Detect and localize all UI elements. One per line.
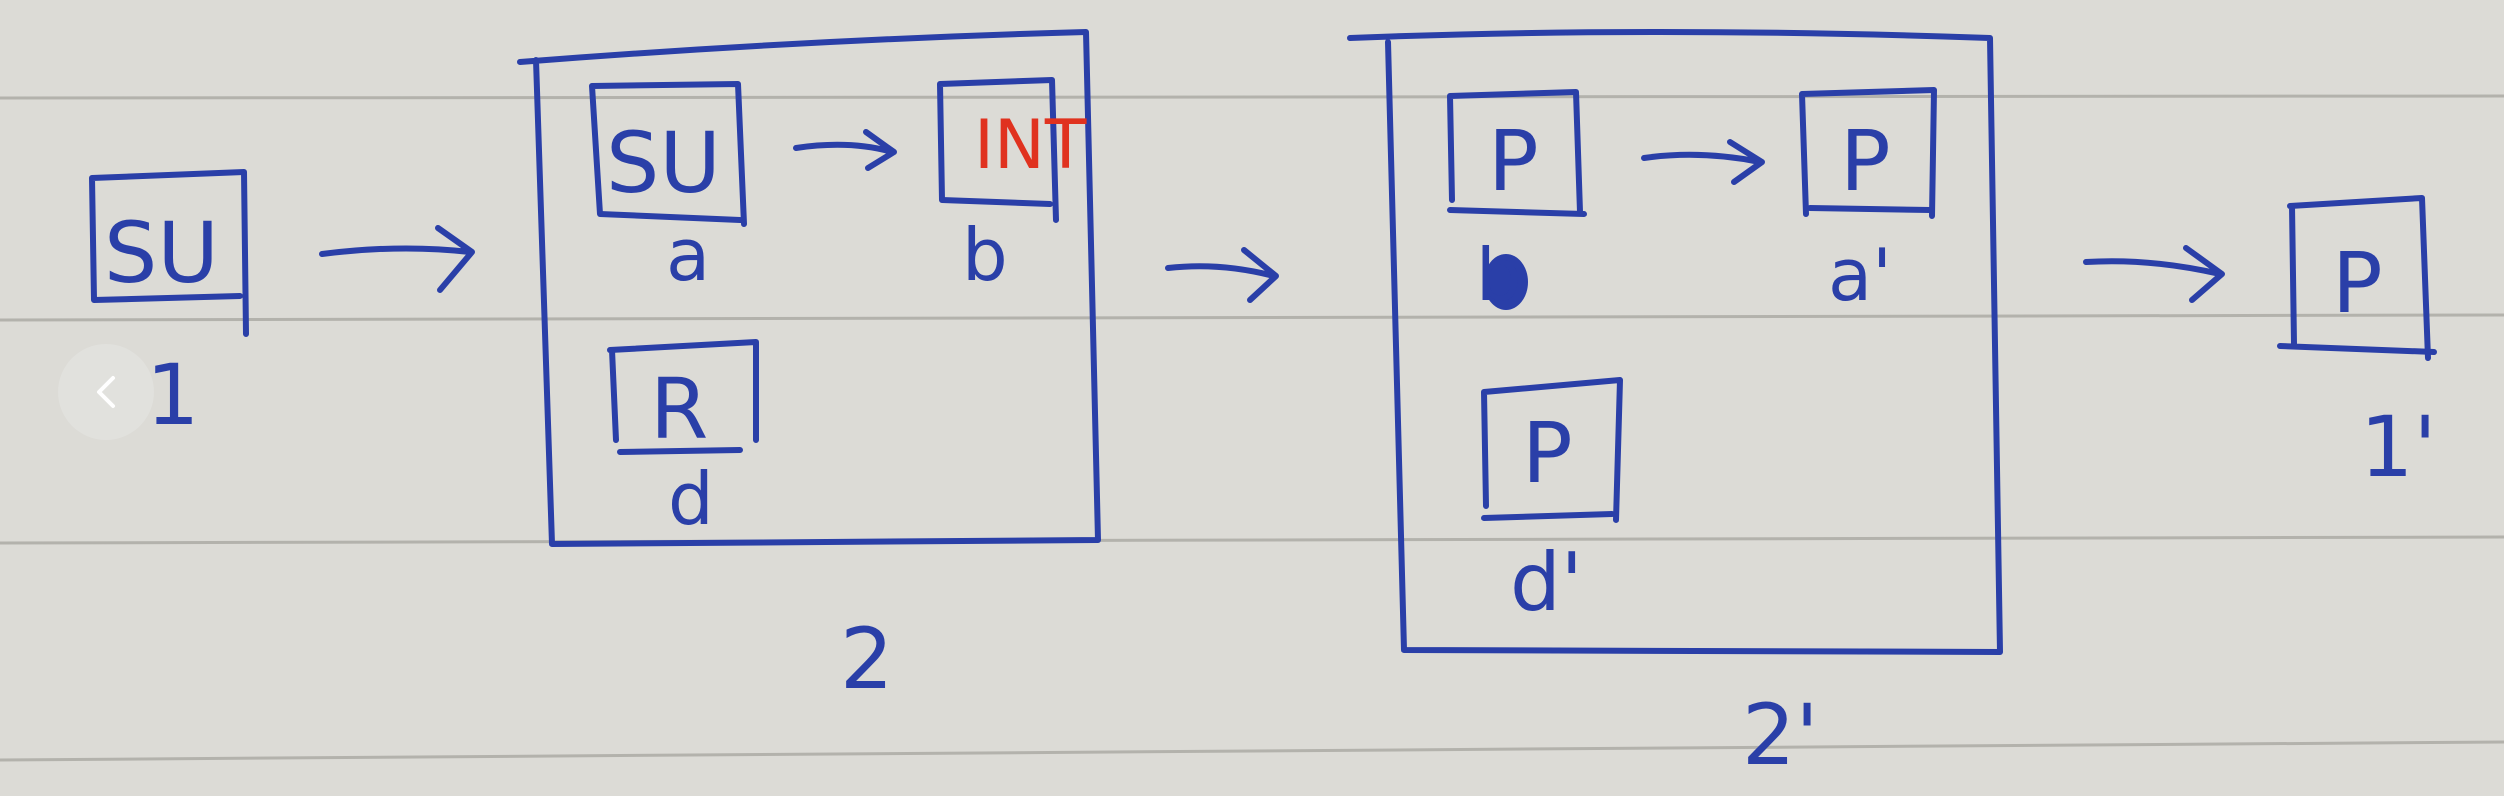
label-p-b: P — [1488, 112, 1539, 210]
label-a-prime: a' — [1828, 233, 1892, 317]
arrow-1 — [319, 225, 475, 293]
label-b-small: b — [1476, 233, 1522, 317]
box-p-a-prime — [1799, 87, 1937, 219]
box-su-a — [589, 81, 747, 227]
ink-blot — [1484, 254, 1528, 310]
ruled-line — [0, 740, 2504, 762]
ruled-line — [0, 313, 2504, 322]
nav-back-button[interactable] — [58, 344, 154, 440]
label-p-d-prime: P — [1522, 404, 1573, 502]
label-1: 1 — [146, 346, 199, 444]
label-b: b — [962, 213, 1008, 297]
label-1-prime: 1' — [2360, 398, 2437, 496]
label-d: d — [668, 457, 714, 541]
box-p-1-prime — [2277, 195, 2437, 361]
group-2-box — [517, 29, 1101, 547]
box-int-b — [937, 77, 1059, 223]
label-group-2-prime: 2' — [1742, 686, 1819, 784]
ruled-line — [0, 94, 2504, 100]
arrow-b-a-prime — [1641, 139, 1765, 185]
box-su-1 — [89, 169, 249, 337]
label-su-1: SU — [104, 204, 219, 302]
box-p-d-prime — [1481, 377, 1623, 523]
label-p-a-prime: P — [1840, 112, 1891, 210]
label-int: INT — [974, 106, 1087, 185]
ruled-line — [0, 535, 2504, 545]
label-r: R — [650, 360, 708, 458]
arrow-2 — [1165, 247, 1279, 303]
arrow-a-b — [793, 129, 897, 171]
label-a: a — [666, 213, 710, 297]
label-su-a: SU — [606, 114, 721, 212]
label-d-prime: d' — [1510, 536, 1583, 629]
box-p-b — [1447, 89, 1587, 217]
label-p-1-prime: P — [2332, 234, 2383, 332]
arrow-3 — [2083, 245, 2225, 303]
chevron-left-icon — [97, 376, 115, 408]
ruled-lines — [0, 94, 2504, 762]
group-2-prime-box — [1347, 29, 2003, 655]
box-r-d — [607, 339, 759, 455]
label-group-2: 2 — [840, 610, 893, 708]
